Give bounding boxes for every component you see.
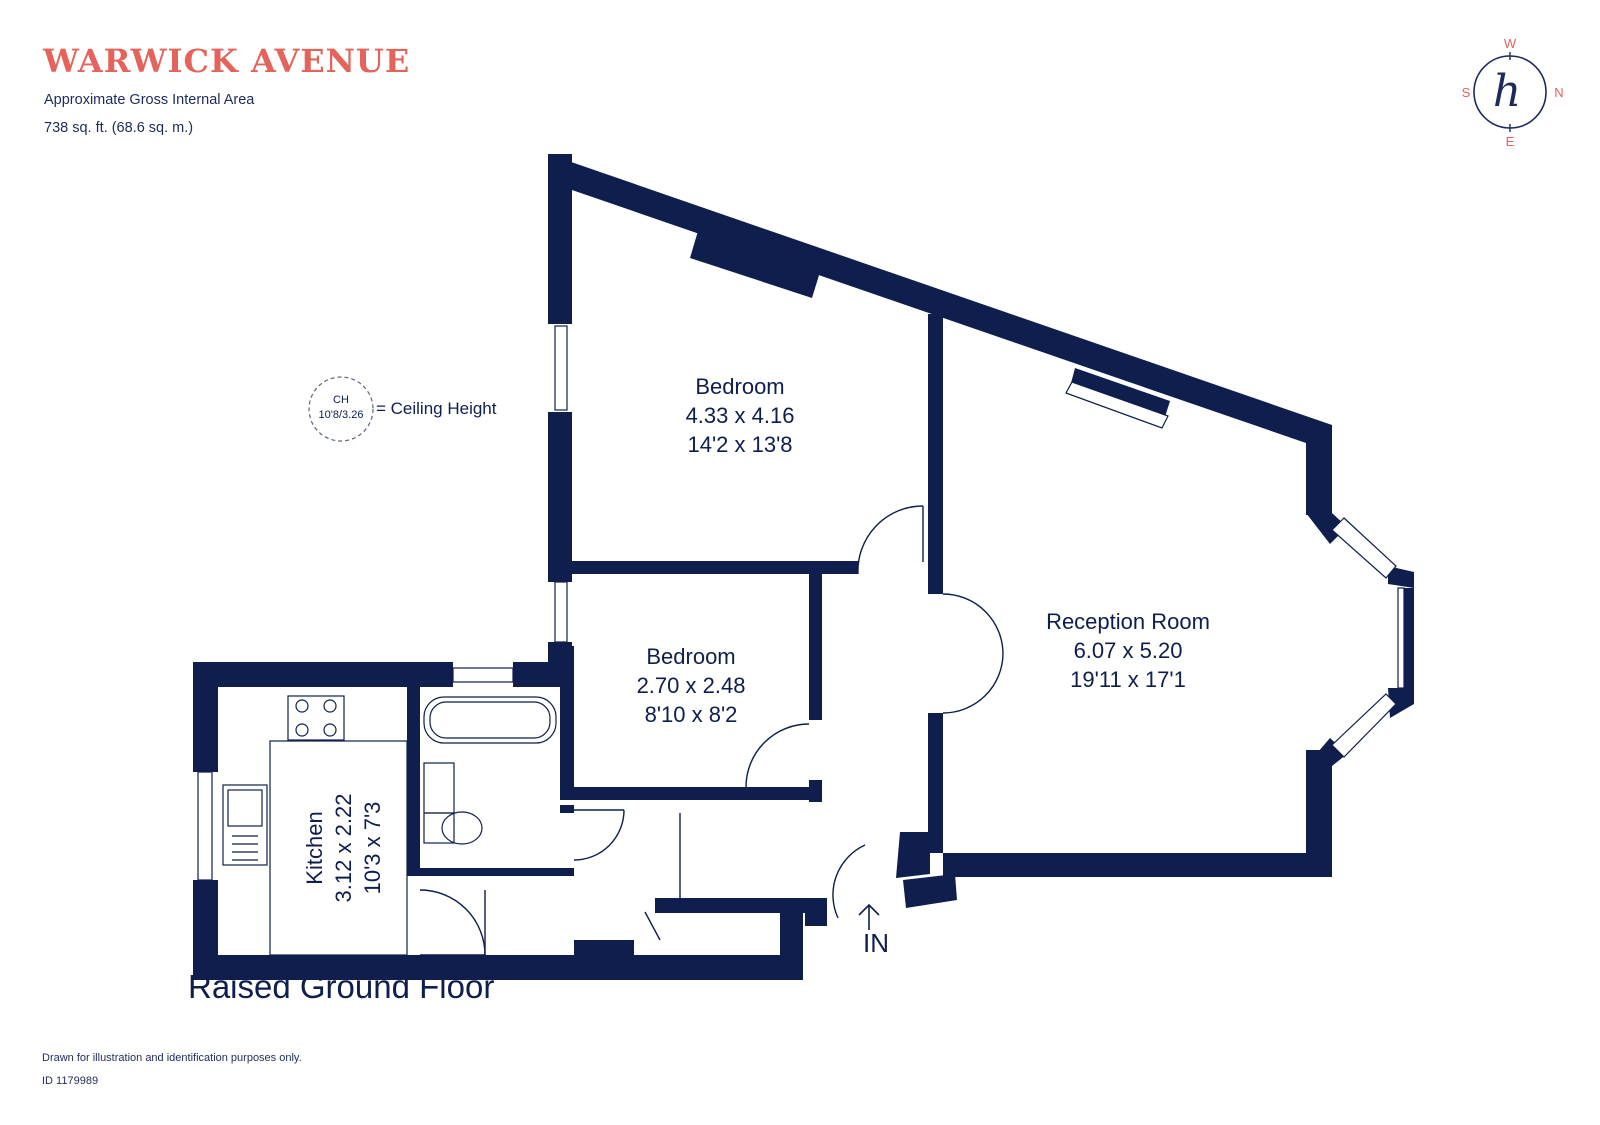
reception-imperial: 19'11 x 17'1 xyxy=(1070,667,1186,692)
kitchen-name: Kitchen xyxy=(302,811,327,884)
fixtures xyxy=(222,695,557,956)
entrance-arrow-icon xyxy=(858,903,880,930)
compass-east: E xyxy=(1506,134,1515,149)
bedroom-2-imperial: 8'10 x 8'2 xyxy=(645,702,738,727)
area-value: 738 sq. ft. (68.6 sq. m.) xyxy=(44,120,194,136)
entrance-label: IN xyxy=(863,928,889,958)
ceiling-height-legend: CH 10'8/3.26 = Ceiling Height xyxy=(308,376,497,442)
area-label: Approximate Gross Internal Area xyxy=(44,92,255,108)
compass-logo: h xyxy=(1493,66,1521,117)
property-title: WARWICK AVENUE xyxy=(43,42,411,80)
bedroom-2-name: Bedroom xyxy=(646,644,735,669)
bedroom-1-label: Bedroom 4.33 x 4.16 14'2 x 13'8 xyxy=(686,374,795,457)
bedroom-1-name: Bedroom xyxy=(695,374,784,399)
ch-value: 10'8/3.26 xyxy=(319,409,364,421)
compass-south: S xyxy=(1462,85,1471,100)
compass-north: N xyxy=(1554,85,1563,100)
reception-name: Reception Room xyxy=(1046,609,1210,634)
kitchen-imperial: 10'3 x 7'3 xyxy=(360,802,385,895)
walls xyxy=(193,154,1414,980)
kitchen-label: Kitchen 3.12 x 2.22 10'3 x 7'3 xyxy=(302,794,385,903)
plan-id: ID 1179989 xyxy=(42,1075,99,1087)
floor-name: Raised Ground Floor xyxy=(188,968,495,1005)
bedroom-2-metric: 2.70 x 2.48 xyxy=(637,673,746,698)
disclaimer: Drawn for illustration and identificatio… xyxy=(42,1052,302,1064)
reception-metric: 6.07 x 5.20 xyxy=(1074,638,1183,663)
windows xyxy=(197,325,1405,881)
compass-west: W xyxy=(1504,36,1517,51)
bedroom-1-metric: 4.33 x 4.16 xyxy=(686,403,795,428)
doors xyxy=(419,505,1004,956)
reception-label: Reception Room 6.07 x 5.20 19'11 x 17'1 xyxy=(1046,609,1210,692)
kitchen-metric: 3.12 x 2.22 xyxy=(331,794,356,903)
ch-abbrev: CH xyxy=(333,394,349,406)
compass-icon: h W E S N xyxy=(1462,36,1564,149)
ch-text: = Ceiling Height xyxy=(376,399,497,418)
bedroom-1-imperial: 14'2 x 13'8 xyxy=(687,432,792,457)
bedroom-2-label: Bedroom 2.70 x 2.48 8'10 x 8'2 xyxy=(637,644,746,727)
